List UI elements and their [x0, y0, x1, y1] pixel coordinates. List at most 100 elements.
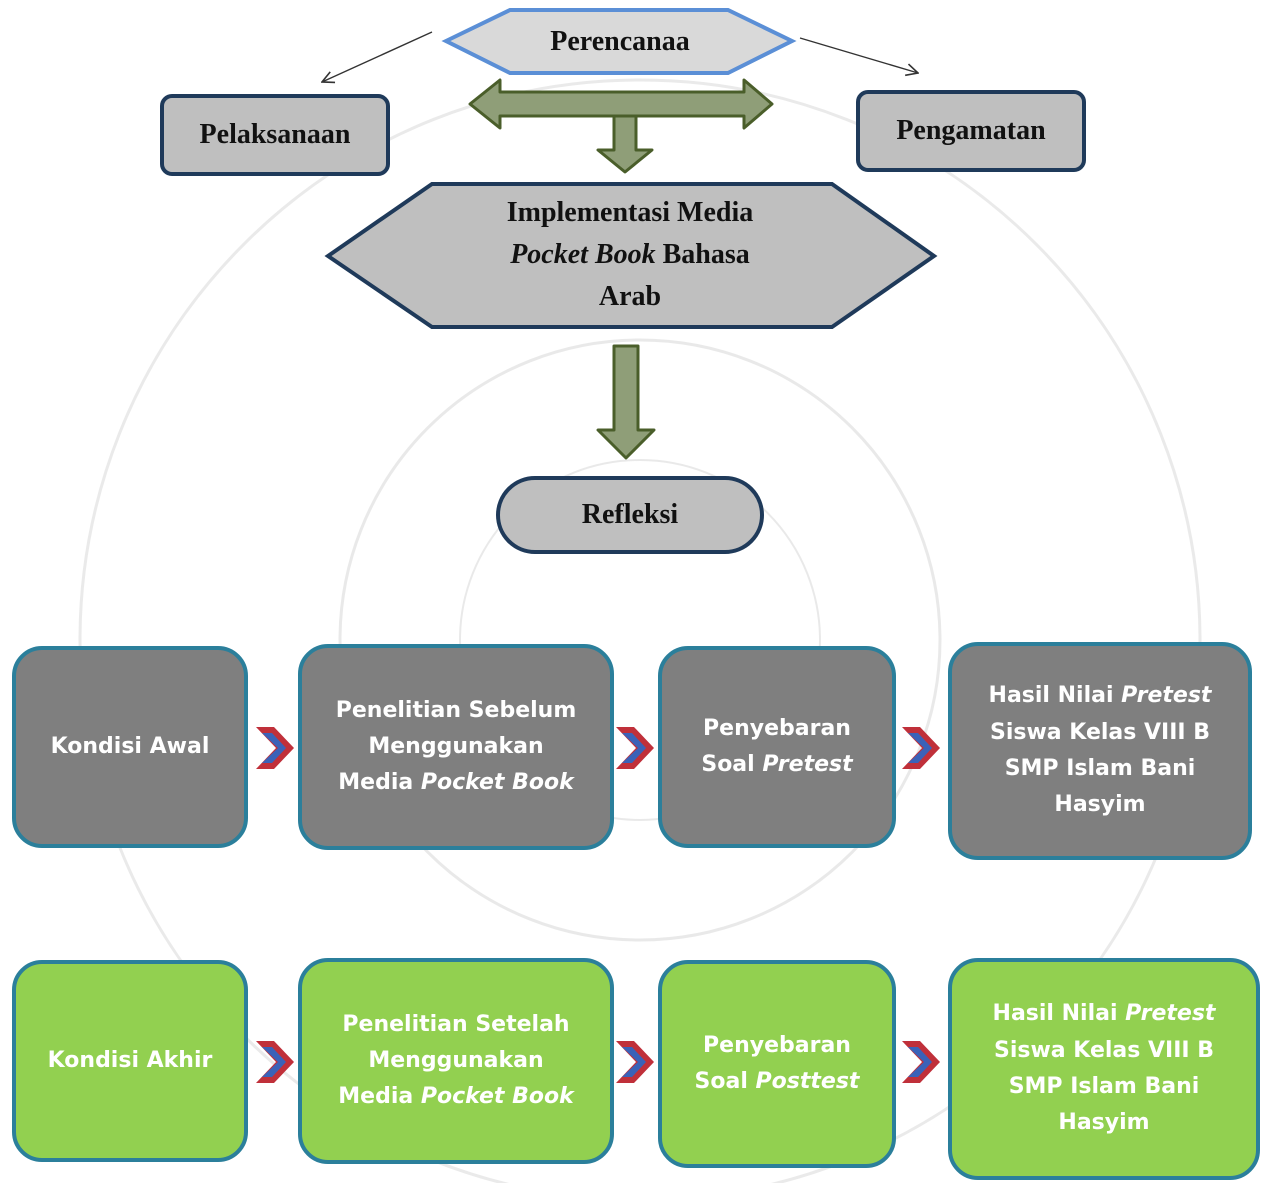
box-text-line: Penelitian Sebelum — [336, 693, 577, 729]
chevron-inner — [908, 733, 932, 763]
box-text-line: Media Pocket Book — [336, 765, 577, 801]
box-text-line: SMP Islam Bani — [989, 751, 1212, 787]
down-arrow-icon — [596, 344, 656, 460]
university-seal-watermark — [78, 78, 1202, 1183]
final-condition-box: Kondisi Akhir — [12, 960, 248, 1162]
chevron-inner — [908, 1047, 932, 1077]
acting-box: Pelaksanaan — [160, 94, 390, 176]
arrow-planning-to-acting — [322, 31, 433, 82]
down-stem-arrow-icon — [596, 114, 654, 174]
box-text-line: SMP Islam Bani — [993, 1069, 1216, 1105]
box-text-line: Hasyim — [989, 787, 1212, 823]
box-text-plain: Soal — [694, 1069, 756, 1094]
box-text-line: Hasyim — [993, 1105, 1216, 1141]
planning-label: Perencanaa — [550, 26, 690, 57]
box-text-plain: Menggunakan — [368, 733, 544, 759]
box-text-italic: Pocket Book — [420, 1084, 574, 1110]
chevron-right-icon — [616, 1041, 654, 1083]
box-text-plain: Hasil Nilai — [992, 1001, 1126, 1027]
box-text-italic: Pocket Book — [420, 770, 574, 796]
box-text-plain: Siswa Kelas VIII B — [993, 1037, 1215, 1063]
implementation-line-1: Implementasi Media — [506, 197, 754, 228]
initial-condition-box: Kondisi Awal — [12, 646, 248, 848]
arrow-planning-to-observing — [799, 37, 918, 73]
box-text-line: Hasil Nilai Pretest — [993, 996, 1216, 1032]
box-text-plain: Kondisi Awal — [50, 733, 210, 759]
box-text-line: Penelitian Setelah — [338, 1007, 573, 1043]
reflection-label: Refleksi — [581, 499, 679, 530]
chevron-inner — [262, 733, 286, 763]
chevron-right-icon — [256, 1041, 294, 1083]
box-text-line: Menggunakan — [336, 729, 577, 765]
box-text-italic: Posttest — [755, 1069, 860, 1094]
box-text-line: Menggunakan — [338, 1043, 573, 1079]
box-text-line: Siswa Kelas VIII B — [993, 1033, 1216, 1069]
chevron-inner — [262, 1047, 286, 1077]
chevron-right-icon — [256, 727, 294, 769]
box-text-plain: Soal — [701, 752, 763, 777]
box-text-plain: Siswa Kelas VIII B — [989, 719, 1211, 745]
box-text-italic: Pretest — [1121, 683, 1212, 709]
chevron-outer — [256, 727, 294, 769]
box-text-plain: Penyebaran — [703, 1032, 851, 1058]
chevron-inner — [622, 1047, 646, 1077]
box-text-plain: SMP Islam Bani — [1008, 1074, 1200, 1099]
box-text-line: Kondisi Awal — [51, 729, 210, 765]
box-text-line: Penyebaran — [701, 711, 852, 747]
chevron-outer — [616, 1041, 654, 1083]
box-text-plain: Media — [338, 1084, 421, 1110]
acting-label: Pelaksanaan — [199, 119, 351, 150]
chevron-right-icon — [616, 727, 654, 769]
box-text-plain: Penelitian Setelah — [342, 1011, 570, 1037]
box-text-line: Siswa Kelas VIII B — [989, 715, 1212, 751]
chevron-outer — [902, 727, 940, 769]
box-text-line: Penyebaran — [695, 1028, 860, 1064]
reflection-shape — [496, 476, 764, 554]
box-text-plain: SMP Islam Bani — [1004, 756, 1196, 781]
box-text-plain: Media — [338, 770, 421, 796]
implementation-line-3: Arab — [598, 281, 662, 312]
chevron-outer — [256, 1041, 294, 1083]
box-text-italic: Pretest — [762, 752, 853, 777]
chevron-right-icon — [902, 727, 940, 769]
observing-label: Pengamatan — [896, 115, 1046, 146]
chevron-outer — [616, 727, 654, 769]
observing-box: Pengamatan — [856, 90, 1086, 172]
chevron-inner — [622, 733, 646, 763]
box-text: Kondisi Awal — [51, 729, 210, 765]
box-text-italic: Pretest — [1125, 1001, 1216, 1027]
box-text-plain: Hasyim — [1054, 792, 1146, 818]
implementation-line-2: Pocket Book Bahasa — [510, 234, 750, 276]
box-text-plain: Penelitian Sebelum — [335, 697, 577, 723]
box-text-plain: Menggunakan — [368, 1047, 544, 1073]
box-text-line: Hasil Nilai Pretest — [989, 678, 1212, 714]
box-text-line: Kondisi Akhir — [48, 1043, 213, 1079]
implementation-label: Implementasi Media Pocket Book Bahasa Ar… — [420, 190, 840, 320]
chevron-group — [256, 727, 940, 1083]
box-text-line: Soal Posttest — [695, 1064, 860, 1100]
implementation-hexagon — [324, 182, 938, 329]
box-text-line: Media Pocket Book — [338, 1079, 573, 1115]
implementation-line-2-italic: Pocket Book — [510, 239, 656, 270]
planning-hexagon — [441, 8, 797, 75]
double-arrow-icon — [468, 78, 774, 130]
box-text-plain: Hasyim — [1058, 1110, 1150, 1136]
box-text: Kondisi Akhir — [48, 1043, 213, 1079]
chevron-right-icon — [902, 1041, 940, 1083]
chevron-outer — [902, 1041, 940, 1083]
implementation-line-2-rest: Bahasa — [655, 239, 750, 270]
box-text-plain: Penyebaran — [703, 715, 851, 741]
box-text-plain: Kondisi Akhir — [47, 1047, 213, 1073]
